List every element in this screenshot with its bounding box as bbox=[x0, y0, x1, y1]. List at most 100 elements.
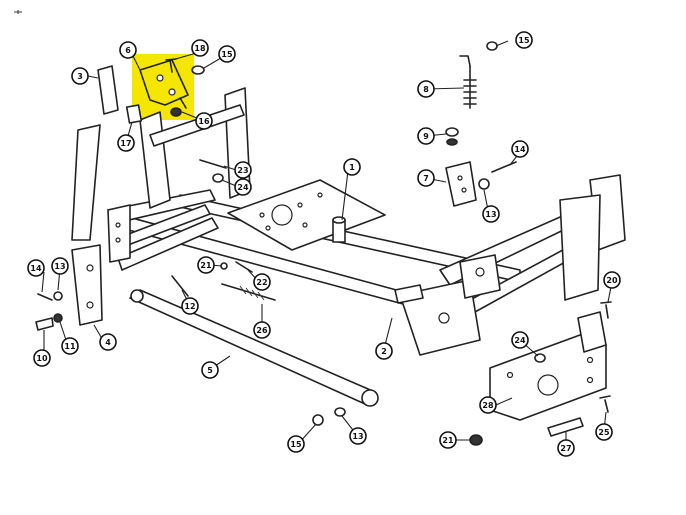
part-21-nut bbox=[469, 434, 483, 446]
callout-circle bbox=[595, 423, 613, 441]
callout-circle bbox=[119, 41, 137, 59]
callout-circle bbox=[417, 127, 435, 145]
callout-number: 25 bbox=[598, 428, 610, 437]
part-13-nut-right bbox=[478, 178, 490, 190]
callout-number: 24 bbox=[237, 183, 249, 192]
part-11-nut bbox=[53, 313, 63, 323]
callout-circle bbox=[117, 134, 135, 152]
part-8-hook-bolt bbox=[459, 55, 477, 109]
callout-number: 24 bbox=[514, 336, 526, 345]
callout-circle bbox=[51, 257, 69, 275]
part-26-bolt bbox=[600, 301, 612, 319]
callout-c6: 6 bbox=[119, 41, 137, 59]
callout-number: 20 bbox=[606, 276, 618, 285]
part-5-link bbox=[129, 289, 379, 407]
part-27-bolt bbox=[547, 417, 584, 437]
part-10-bolt bbox=[35, 317, 54, 331]
callout-circle bbox=[343, 158, 361, 176]
callout-number: 5 bbox=[207, 366, 213, 375]
callout-c9: 9 bbox=[417, 127, 435, 145]
callout-c21b: 21 bbox=[439, 431, 457, 449]
callout-number: 15 bbox=[518, 36, 530, 45]
callout-circle bbox=[482, 205, 500, 223]
callout-number: 18 bbox=[194, 44, 206, 53]
callout-number: 12 bbox=[184, 302, 195, 311]
part-15-washer bbox=[191, 65, 205, 75]
part-23-bolt bbox=[199, 159, 227, 169]
callout-circle bbox=[99, 333, 117, 351]
part-14-pin-right bbox=[491, 161, 517, 173]
part-14-bolt-left bbox=[37, 293, 53, 301]
callout-number: 7 bbox=[423, 174, 429, 183]
callout-circle bbox=[253, 273, 271, 291]
part-4-arm bbox=[71, 124, 103, 326]
callout-circle bbox=[181, 297, 199, 315]
callout-number: 2 bbox=[381, 347, 387, 356]
callout-c1: 1 bbox=[343, 158, 361, 176]
callout-c16: 16 bbox=[195, 112, 213, 130]
callout-circle bbox=[479, 396, 497, 414]
callout-number: 9 bbox=[423, 132, 429, 141]
part-7-bracket bbox=[445, 161, 477, 207]
callout-c21a: 21 bbox=[197, 256, 215, 274]
callout-c13a: 13 bbox=[482, 205, 500, 223]
part-25-bolt bbox=[599, 395, 611, 413]
callout-number: 28 bbox=[482, 401, 494, 410]
callout-number: 11 bbox=[64, 342, 76, 351]
callout-c8: 8 bbox=[417, 80, 435, 98]
callout-circle bbox=[417, 169, 435, 187]
callout-c4: 4 bbox=[99, 333, 117, 351]
callout-c12: 12 bbox=[181, 297, 199, 315]
callout-number: 15 bbox=[221, 50, 233, 59]
callout-circle bbox=[33, 349, 51, 367]
callout-c10: 10 bbox=[33, 349, 51, 367]
callout-number: 22 bbox=[256, 278, 267, 287]
callout-c15c: 15 bbox=[287, 435, 305, 453]
callout-c20: 20 bbox=[603, 271, 621, 289]
callout-c13b: 13 bbox=[51, 257, 69, 275]
callout-circle bbox=[234, 161, 252, 179]
callout-circle bbox=[27, 259, 45, 277]
callout-c11: 11 bbox=[61, 337, 79, 355]
callout-c27: 27 bbox=[557, 439, 575, 457]
callout-number: 23 bbox=[237, 166, 248, 175]
callout-circle bbox=[439, 431, 457, 449]
callout-number: 15 bbox=[290, 440, 302, 449]
callout-c7: 7 bbox=[417, 169, 435, 187]
callout-number: 21 bbox=[200, 261, 212, 270]
corner-mark bbox=[14, 10, 22, 14]
part-28-plate bbox=[489, 311, 607, 421]
callout-circle bbox=[511, 331, 529, 349]
callout-circle bbox=[349, 427, 367, 445]
callout-number: 6 bbox=[125, 46, 131, 55]
callout-circle bbox=[234, 178, 252, 196]
callout-circle bbox=[287, 435, 305, 453]
callout-circle bbox=[218, 45, 236, 63]
part-9-washer bbox=[445, 127, 459, 137]
callout-c5: 5 bbox=[201, 361, 219, 379]
callout-number: 1 bbox=[349, 163, 355, 172]
part-16-nut bbox=[170, 107, 182, 117]
callout-circle bbox=[417, 80, 435, 98]
part-22-bolt bbox=[235, 261, 253, 273]
callout-number: 14 bbox=[514, 145, 526, 154]
callout-number: 13 bbox=[485, 210, 496, 219]
callout-circle bbox=[511, 140, 529, 158]
main-frame bbox=[107, 87, 626, 356]
callout-c18: 18 bbox=[191, 39, 209, 57]
callout-c22: 22 bbox=[253, 273, 271, 291]
part-15-washer-bottom bbox=[312, 414, 324, 426]
callout-c25a: 25 bbox=[595, 423, 613, 441]
part-26-spring bbox=[221, 283, 276, 301]
callout-circle bbox=[201, 361, 219, 379]
callout-c2: 2 bbox=[375, 342, 393, 360]
callout-circle bbox=[61, 337, 79, 355]
callout-c17: 17 bbox=[117, 134, 135, 152]
callout-number: 14 bbox=[30, 264, 42, 273]
callout-number: 10 bbox=[36, 354, 48, 363]
part-13-nut-left bbox=[53, 291, 63, 301]
part-15-washer-top bbox=[486, 41, 498, 51]
callout-c13c: 13 bbox=[349, 427, 367, 445]
